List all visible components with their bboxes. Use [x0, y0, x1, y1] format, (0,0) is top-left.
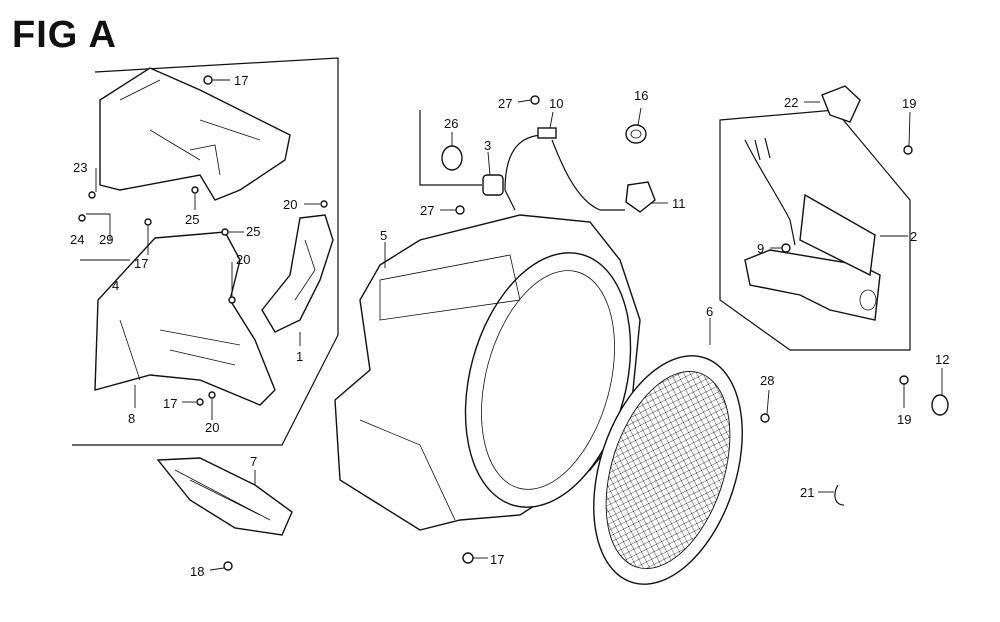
air-duct-part [156, 457, 293, 536]
callout-label: 5 [380, 228, 387, 243]
callout-label: 7 [250, 454, 257, 469]
side-cover-part [261, 214, 334, 333]
cap-part-26 [441, 145, 463, 171]
callout-label: 17 [490, 552, 504, 567]
bolt-18 [223, 561, 233, 571]
callout-labels: 17 23 25 24 29 17 4 25 20 20 1 8 17 20 7… [70, 73, 949, 579]
switch-part-3 [482, 174, 504, 196]
callout-label: 27 [420, 203, 434, 218]
callout-label: 20 [205, 420, 219, 435]
bolt-25-upper [191, 186, 199, 194]
bolt-17-housing [462, 552, 474, 564]
callout-label: 22 [784, 95, 798, 110]
callout-label: 19 [897, 412, 911, 427]
callout-label: 28 [760, 373, 774, 388]
callout-label: 21 [800, 485, 814, 500]
bolt-20-bottom [208, 391, 216, 399]
bracket-assembly-part [744, 137, 881, 321]
callout-label: 23 [73, 160, 87, 175]
fan-housing-part [334, 214, 641, 531]
bolt-19-top [903, 145, 913, 155]
callout-label: 6 [706, 304, 713, 319]
cable-clamp-part-12 [931, 394, 949, 416]
callout-label: 26 [444, 116, 458, 131]
callout-label: 17 [234, 73, 248, 88]
callout-label: 8 [128, 411, 135, 426]
callout-label: 25 [185, 212, 199, 227]
callout-label: 29 [99, 232, 113, 247]
callout-label: 3 [484, 138, 491, 153]
callout-label: 10 [549, 96, 563, 111]
sensor-part-11 [625, 181, 656, 213]
group-boundary-26 [419, 110, 482, 186]
bolt-17-left [144, 218, 152, 226]
wire-harness-part [504, 127, 625, 211]
bolt-20-upper [320, 200, 328, 208]
bolt-9 [781, 243, 791, 253]
callout-label: 17 [134, 256, 148, 271]
clip-part-22 [821, 85, 861, 123]
fan-grille-part [593, 355, 743, 585]
figure-title: FIG A [12, 14, 117, 56]
leader-lines [80, 79, 943, 571]
callout-label: 20 [236, 252, 250, 267]
callout-label: 24 [70, 232, 84, 247]
bolt-25-lower [221, 228, 229, 236]
group-boundary-left [72, 57, 339, 446]
bolt-17-bottom [196, 398, 204, 406]
upper-shroud-part [99, 67, 291, 201]
bolt-27-left [455, 205, 465, 215]
callout-label: 18 [190, 564, 204, 579]
bolt-28 [760, 413, 770, 423]
callout-label: 4 [112, 278, 119, 293]
callout-label: 19 [902, 96, 916, 111]
callout-label: 16 [634, 88, 648, 103]
grommet-part-16 [625, 124, 647, 144]
bolt-20-mid [228, 296, 236, 304]
callout-label: 1 [296, 349, 303, 364]
clip-part-21 [834, 484, 845, 506]
bolt-23 [88, 191, 96, 199]
bolt-27-top [530, 95, 540, 105]
bolt-17-top [203, 75, 213, 85]
callout-label: 2 [910, 229, 917, 244]
callout-label: 17 [163, 396, 177, 411]
callout-label: 25 [246, 224, 260, 239]
callout-label: 9 [757, 241, 764, 256]
bolt-24 [78, 214, 86, 222]
bolt-19-bottom [899, 375, 909, 385]
callout-label: 12 [935, 352, 949, 367]
lower-plate-part [94, 231, 276, 406]
callout-label: 27 [498, 96, 512, 111]
callout-label: 11 [672, 196, 686, 211]
callout-label: 20 [283, 197, 297, 212]
